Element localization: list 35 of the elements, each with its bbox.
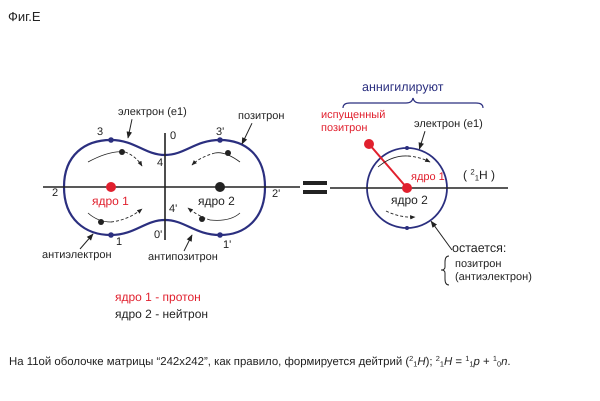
leader-arrow <box>126 118 132 139</box>
leader-arrow <box>184 234 192 252</box>
callout-text: позитрон <box>238 110 284 124</box>
annotation: аннигилируют <box>362 80 444 94</box>
callout-text: антипозитрон <box>148 251 218 264</box>
point-label: 2 <box>52 187 58 200</box>
callout-text: остается: позитрон (антиэлектрон) <box>452 241 548 284</box>
leader-arrow <box>80 233 94 250</box>
nucleus-label: ядро 2 <box>198 195 235 209</box>
nucleus-label: ядро 1 <box>411 171 445 184</box>
leader-arrow <box>418 130 426 150</box>
callout-text: электрон (е1) <box>118 106 187 120</box>
nucleus-label: ядро 1 <box>92 195 129 209</box>
caption: На 11ой оболочке матрицы “242х242”, как правило, формируется дейтрий ($^{2}$$_{1}$H); $^{2}$$_{1}$H = $^{1}$$_{1}$p + $^{1}$$_{0}$n. <box>9 356 511 370</box>
point-label: 2' <box>272 188 280 201</box>
callout-text: электрон (е1) <box>414 118 483 132</box>
nucleus-label: ядро 2 <box>391 194 428 208</box>
figure-title: Фиг.Е <box>8 10 41 25</box>
point-label: 4' <box>169 203 178 216</box>
point-label: 3 <box>97 126 104 139</box>
annotation: испущенный позитрон <box>321 109 386 134</box>
leader-arrow <box>430 220 452 250</box>
point-label: 3' <box>216 126 224 139</box>
point-label: 1' <box>223 239 232 252</box>
orbit-outline <box>62 138 266 236</box>
orbit-circle <box>366 147 448 229</box>
point-label: 0 <box>170 130 176 143</box>
formula-label: ( $^{2}$$_{1}$H ) <box>463 169 496 183</box>
leader-arrow <box>242 122 252 145</box>
point-label: 4 <box>157 157 164 170</box>
callout-text: антиэлектрон <box>42 249 112 262</box>
legend-note: ядро 2 - нейтрон <box>115 308 208 322</box>
legend-note: ядро 1 - протон <box>115 291 201 305</box>
point-label: 0' <box>154 229 162 242</box>
point-label: 1 <box>116 236 122 249</box>
